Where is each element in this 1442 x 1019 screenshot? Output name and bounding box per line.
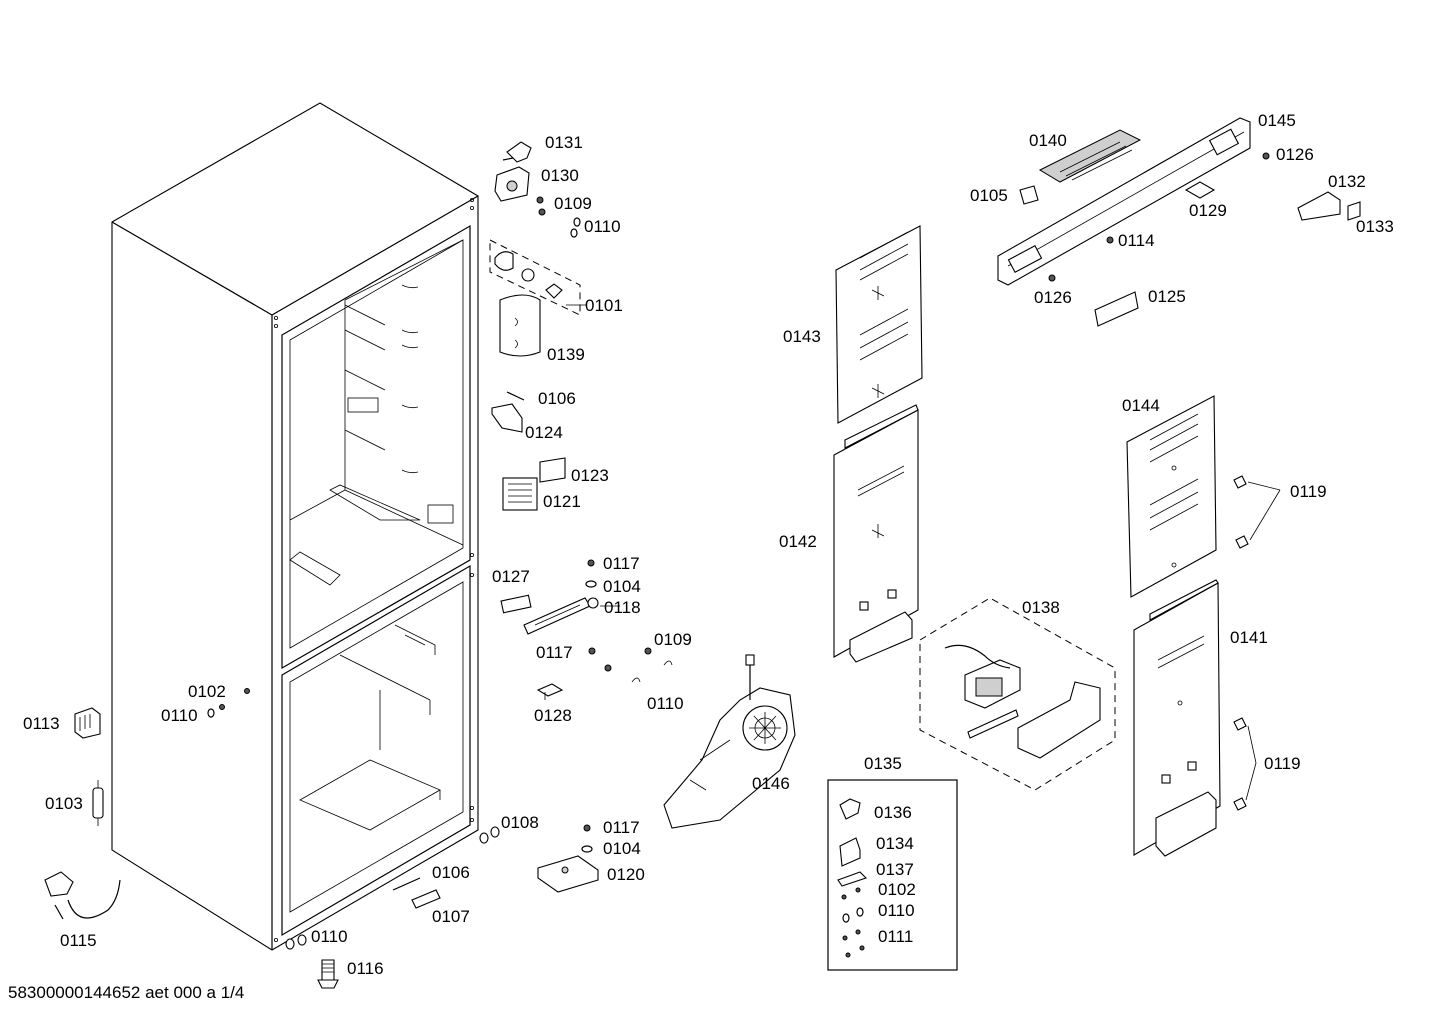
label-0102: 0102 [878, 880, 916, 899]
middle-hinge-parts [500, 559, 673, 700]
label-0138: 0138 [1022, 598, 1060, 617]
drawing-reference-number: 58300000144652 aet 000 a 1/4 [8, 983, 244, 1002]
label-0146: 0146 [752, 774, 790, 793]
label-0139: 0139 [547, 345, 585, 364]
door-panel-0143 [835, 225, 923, 424]
accessory-parts-left [44, 688, 599, 989]
label-0108: 0108 [501, 813, 539, 832]
label-0124: 0124 [525, 423, 563, 442]
label-0140: 0140 [1029, 131, 1067, 150]
label-0117: 0117 [603, 818, 640, 837]
label-0115: 0115 [60, 931, 97, 950]
label-0113: 0113 [23, 714, 60, 733]
label-0141: 0141 [1230, 628, 1268, 647]
label-0119: 0119 [1264, 754, 1301, 773]
label-0106: 0106 [432, 863, 470, 882]
label-0136: 0136 [874, 803, 912, 822]
label-0120: 0120 [607, 865, 645, 884]
label-0111: 0111 [878, 927, 913, 946]
label-0117: 0117 [603, 554, 640, 573]
label-0142: 0142 [779, 532, 817, 551]
label-0131: 0131 [545, 133, 583, 152]
control-unit-group [919, 597, 1116, 791]
label-0103: 0103 [45, 794, 83, 813]
door-panel-0141 [1133, 579, 1221, 857]
label-0137: 0137 [876, 860, 914, 879]
label-0143: 0143 [783, 327, 821, 346]
label-0101: 0101 [585, 296, 623, 315]
label-0123: 0123 [571, 466, 609, 485]
screws-0119 [1233, 475, 1281, 811]
label-0134: 0134 [876, 834, 914, 853]
label-0110: 0110 [878, 901, 915, 920]
label-0118: 0118 [604, 598, 641, 617]
label-0105: 0105 [970, 186, 1008, 205]
label-0133: 0133 [1356, 217, 1394, 236]
door-panel-0142 [833, 404, 919, 663]
label-0106: 0106 [538, 389, 576, 408]
label-0129: 0129 [1189, 201, 1227, 220]
label-0116: 0116 [347, 959, 384, 978]
label-0128: 0128 [534, 706, 572, 725]
door-panel-0144 [1126, 395, 1217, 598]
kit-box-0135 [827, 779, 958, 971]
label-0126: 0126 [1034, 288, 1072, 307]
air-duct-cover [997, 117, 1361, 327]
label-0110: 0110 [311, 927, 348, 946]
label-0121: 0121 [543, 492, 581, 511]
label-0110: 0110 [161, 706, 198, 725]
label-0107: 0107 [432, 907, 470, 926]
fan-assembly [663, 654, 796, 829]
label-0119: 0119 [1290, 482, 1327, 501]
label-0126: 0126 [1276, 145, 1314, 164]
label-0110: 0110 [647, 694, 684, 713]
label-0114: 0114 [1118, 231, 1155, 250]
label-0125: 0125 [1148, 287, 1186, 306]
label-0132: 0132 [1328, 172, 1366, 191]
label-0110: 0110 [584, 217, 621, 236]
cabinet-small-parts [489, 141, 586, 511]
label-0135: 0135 [864, 754, 902, 773]
label-0104: 0104 [603, 839, 641, 858]
label-0130: 0130 [541, 166, 579, 185]
label-0102: 0102 [188, 682, 226, 701]
label-0145: 0145 [1258, 111, 1296, 130]
callout-labels: 0131 0130 0109 0110 0101 0139 0106 0124 … [23, 111, 1394, 978]
refrigerator-cabinet [111, 102, 479, 951]
label-0109: 0109 [554, 194, 592, 213]
label-0117: 0117 [536, 643, 573, 662]
label-0104: 0104 [603, 577, 641, 596]
label-0127: 0127 [492, 567, 530, 586]
label-0109: 0109 [654, 630, 692, 649]
label-0144: 0144 [1122, 396, 1160, 415]
